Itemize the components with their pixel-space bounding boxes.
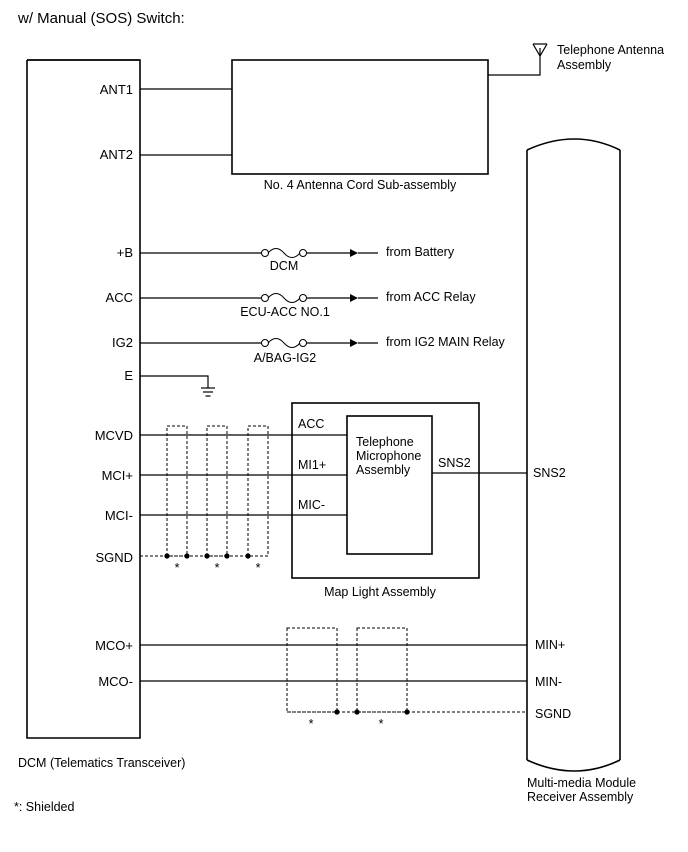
receiver-pin-min-plus: MIN+ bbox=[535, 638, 565, 652]
microphone-line3: Assembly bbox=[356, 463, 411, 477]
pin-b-label: +B bbox=[117, 245, 133, 260]
pin-mco-plus-label: MCO+ bbox=[95, 638, 133, 653]
shield-mark-2: * bbox=[215, 561, 220, 575]
receiver-pin-sns2: SNS2 bbox=[533, 466, 566, 480]
pin-ig2-label: IG2 bbox=[112, 335, 133, 350]
fuse-abag-ig2-label: A/BAG-IG2 bbox=[254, 351, 317, 365]
map-light-pin-sns2: SNS2 bbox=[438, 456, 471, 470]
fuse-dcm-label: DCM bbox=[270, 259, 298, 273]
pin-sgnd-label: SGND bbox=[95, 550, 133, 565]
receiver-name-line1: Multi-media Module bbox=[527, 776, 636, 790]
fuse-abag-ig2-source: from IG2 MAIN Relay bbox=[386, 335, 506, 349]
pin-ant1-label: ANT1 bbox=[100, 82, 133, 97]
map-light-pin-acc: ACC bbox=[298, 417, 324, 431]
receiver-pin-min-minus: MIN- bbox=[535, 675, 562, 689]
dcm-name: DCM (Telematics Transceiver) bbox=[18, 756, 185, 770]
shield-mark-4: * bbox=[309, 717, 314, 731]
receiver-connector bbox=[526, 138, 621, 772]
fuse-abag-ig2 bbox=[140, 338, 378, 348]
antenna-icon bbox=[488, 43, 548, 76]
ground-icon bbox=[140, 375, 215, 397]
receiver-pin-sgnd: SGND bbox=[535, 707, 571, 721]
map-light-name: Map Light Assembly bbox=[324, 585, 437, 599]
fuse-ecu-acc bbox=[140, 293, 378, 303]
pin-mci-minus-label: MCI- bbox=[105, 508, 133, 523]
microphone-line2: Microphone bbox=[356, 449, 421, 463]
footnote: *: Shielded bbox=[14, 800, 75, 814]
fuse-ecu-acc-label: ECU-ACC NO.1 bbox=[240, 305, 330, 319]
diagram-title: w/ Manual (SOS) Switch: bbox=[17, 10, 185, 27]
pin-mci-plus-label: MCI+ bbox=[102, 468, 133, 483]
shield-mark-1: * bbox=[175, 561, 180, 575]
antenna-cord-name: No. 4 Antenna Cord Sub-assembly bbox=[264, 178, 457, 192]
map-light-pin-mi1-plus: MI1+ bbox=[298, 458, 326, 472]
fuse-dcm bbox=[140, 248, 378, 258]
microphone-box bbox=[346, 415, 433, 555]
telephone-antenna-line2: Assembly bbox=[557, 58, 612, 72]
microphone-line1: Telephone bbox=[356, 435, 414, 449]
receiver-name-line2: Receiver Assembly bbox=[527, 790, 634, 804]
lower-shield-group bbox=[286, 627, 527, 715]
dcm-connector bbox=[26, 59, 141, 739]
pin-acc-label: ACC bbox=[106, 290, 133, 305]
shield-mark-3: * bbox=[256, 561, 261, 575]
pin-e-label: E bbox=[124, 368, 133, 383]
pin-mcvd-label: MCVD bbox=[95, 428, 133, 443]
fuse-ecu-acc-source: from ACC Relay bbox=[386, 290, 476, 304]
pin-ant2-label: ANT2 bbox=[100, 147, 133, 162]
telephone-antenna-line1: Telephone Antenna bbox=[557, 43, 664, 57]
pin-mco-minus-label: MCO- bbox=[98, 674, 133, 689]
fuse-dcm-source: from Battery bbox=[386, 245, 455, 259]
shield-mark-5: * bbox=[379, 717, 384, 731]
map-light-pin-mic-minus: MIC- bbox=[298, 498, 325, 512]
antenna-cord-box bbox=[231, 59, 489, 175]
upper-shield-group bbox=[140, 425, 269, 559]
